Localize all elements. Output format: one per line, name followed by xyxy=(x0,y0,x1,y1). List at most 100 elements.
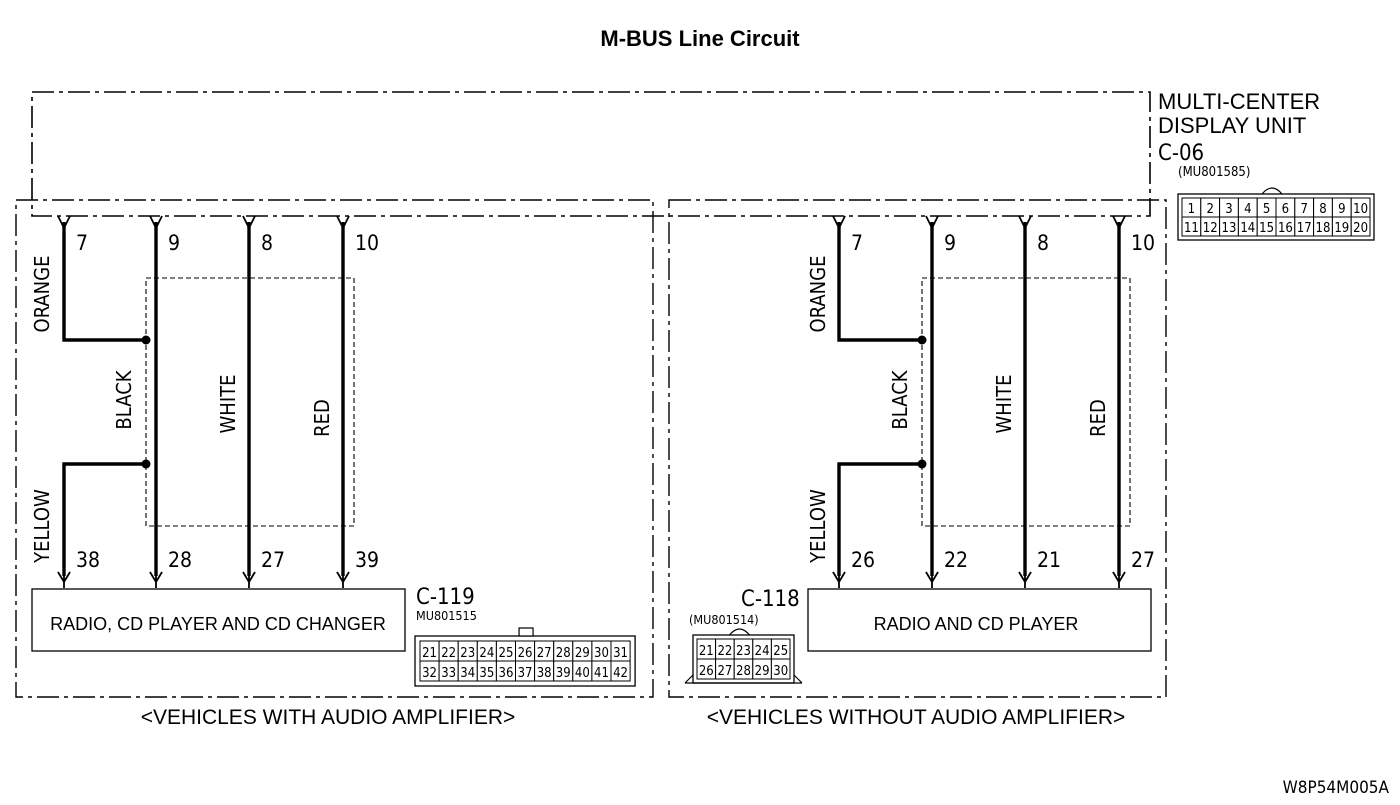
left-top-pin-black: 9 xyxy=(168,231,180,255)
right-wire-label-red: RED xyxy=(1086,399,1110,437)
left-top-terminal-1 xyxy=(149,215,163,231)
right-region-circuit: 7 9 8 10 26 22 21 27 ORANGE BLACK WHITE … xyxy=(684,215,1155,729)
left-top-terminal-2 xyxy=(242,215,256,231)
c118-pin-number: 22 xyxy=(717,644,732,659)
c118-lock-arc xyxy=(729,628,750,636)
c118-base xyxy=(684,674,803,684)
unit-label-line-2: DISPLAY UNIT xyxy=(1158,113,1306,138)
left-part-number: MU801515 xyxy=(416,608,477,623)
left-bottom-terminal-1 xyxy=(149,571,163,588)
c118-pin-number: 24 xyxy=(755,644,770,659)
c119-pin-number: 35 xyxy=(479,666,494,681)
right-top-pin-orange: 7 xyxy=(851,231,863,255)
right-bottom-terminal-0 xyxy=(832,571,846,588)
c118-pin-number: 21 xyxy=(699,644,714,659)
left-wire-label-red: RED xyxy=(310,399,334,437)
c119-pin-number: 23 xyxy=(460,646,475,661)
c119-pin-number: 27 xyxy=(537,646,552,661)
c118-pin-number: 28 xyxy=(736,664,751,679)
c118-pin-number: 29 xyxy=(755,664,770,679)
c119-pin-number: 36 xyxy=(499,666,514,681)
c119-cavity xyxy=(610,660,631,682)
c06-pin-number: 3 xyxy=(1225,202,1232,217)
left-wire-label-yellow: YELLOW xyxy=(30,489,54,564)
c119-pin-number: 33 xyxy=(441,666,456,681)
right-bottom-terminal-1 xyxy=(925,571,939,588)
right-top-pin-black: 9 xyxy=(944,231,956,255)
left-bottom-pin-yellow: 38 xyxy=(76,548,100,572)
right-part-number: (MU801514) xyxy=(689,612,759,627)
c119-pin-number: 28 xyxy=(556,646,571,661)
left-bottom-terminal-2 xyxy=(242,571,256,588)
left-bottom-pin-black: 28 xyxy=(168,548,192,572)
c118-cavity xyxy=(770,658,791,680)
right-top-terminal-2 xyxy=(1018,215,1032,231)
c06-pin-number: 2 xyxy=(1206,202,1213,217)
diagram-title: M-BUS Line Circuit xyxy=(600,26,800,51)
c06-lock-arc xyxy=(1261,187,1283,195)
c118-pin-number: 30 xyxy=(773,664,788,679)
left-top-terminal-0 xyxy=(57,215,71,231)
right-wire-orange xyxy=(837,222,922,342)
right-top-terminal-0 xyxy=(832,215,846,231)
unit-part-number: (MU801585) xyxy=(1178,165,1250,180)
left-top-pin-white: 8 xyxy=(261,231,273,255)
left-device-label: RADIO, CD PLAYER AND CD CHANGER xyxy=(50,614,386,634)
c06-pin-number: 10 xyxy=(1353,202,1368,217)
right-wire-label-black: BLACK xyxy=(888,369,912,429)
c119-pin-number: 30 xyxy=(594,646,609,661)
right-bottom-pin-black: 22 xyxy=(944,548,968,572)
c118-pin-number: 26 xyxy=(699,664,714,679)
c119-pin-number: 41 xyxy=(594,666,609,681)
c118-pin-number: 27 xyxy=(717,664,732,679)
c06-pin-number: 14 xyxy=(1240,221,1255,236)
right-wire-label-yellow: YELLOW xyxy=(806,489,830,564)
c119-pin-number: 24 xyxy=(479,646,494,661)
c06-pin-number: 6 xyxy=(1282,202,1289,217)
c06-pin-number: 8 xyxy=(1319,202,1326,217)
left-bottom-terminal-0 xyxy=(57,571,71,588)
c119-pin-number: 40 xyxy=(575,666,590,681)
left-bottom-pin-red: 39 xyxy=(355,548,379,572)
right-terminal-marks xyxy=(832,215,1126,588)
right-junction-yellow xyxy=(917,459,927,469)
c119-pin-number: 31 xyxy=(613,646,628,661)
left-top-pin-red: 10 xyxy=(355,231,379,255)
unit-connector-label: C-06 xyxy=(1158,141,1204,166)
right-wire-label-white: WHITE xyxy=(992,375,1016,434)
c06-cavity xyxy=(1350,216,1371,237)
right-wire-label-orange: ORANGE xyxy=(806,256,830,333)
right-device-box xyxy=(807,588,1152,652)
left-wire-orange xyxy=(62,222,146,342)
c06-pin-number: 12 xyxy=(1203,221,1218,236)
right-bottom-terminal-3 xyxy=(1112,571,1126,588)
left-terminal-marks xyxy=(57,215,350,588)
left-wire-label-black: BLACK xyxy=(112,369,136,429)
c06-pin-number: 5 xyxy=(1263,202,1270,217)
c06-pin-number: 4 xyxy=(1244,202,1251,217)
c119-pin-number: 21 xyxy=(422,646,437,661)
c119-pin-number: 34 xyxy=(460,666,475,681)
c119-pin-number: 39 xyxy=(556,666,571,681)
right-bottom-pin-red: 27 xyxy=(1131,548,1155,572)
left-wire-label-orange: ORANGE xyxy=(30,256,54,333)
right-bottom-pin-yellow: 26 xyxy=(851,548,875,572)
c119-pin-number: 37 xyxy=(518,666,533,681)
left-caption: <VEHICLES WITH AUDIO AMPLIFIER> xyxy=(141,706,516,729)
left-connector-label: C-119 xyxy=(416,585,475,610)
c06-pin-number: 11 xyxy=(1184,221,1199,236)
c06-pin-number: 19 xyxy=(1334,221,1349,236)
c06-pin-number: 17 xyxy=(1297,221,1312,236)
c06-pin-number: 18 xyxy=(1316,221,1331,236)
left-top-pin-orange: 7 xyxy=(76,231,88,255)
region-without-amplifier xyxy=(668,199,1167,698)
c06-pin-number: 13 xyxy=(1222,221,1237,236)
c06-pin-number: 15 xyxy=(1259,221,1274,236)
right-bottom-terminal-2 xyxy=(1018,571,1032,588)
left-junction-yellow xyxy=(141,459,151,469)
c119-pin-number: 25 xyxy=(499,646,514,661)
